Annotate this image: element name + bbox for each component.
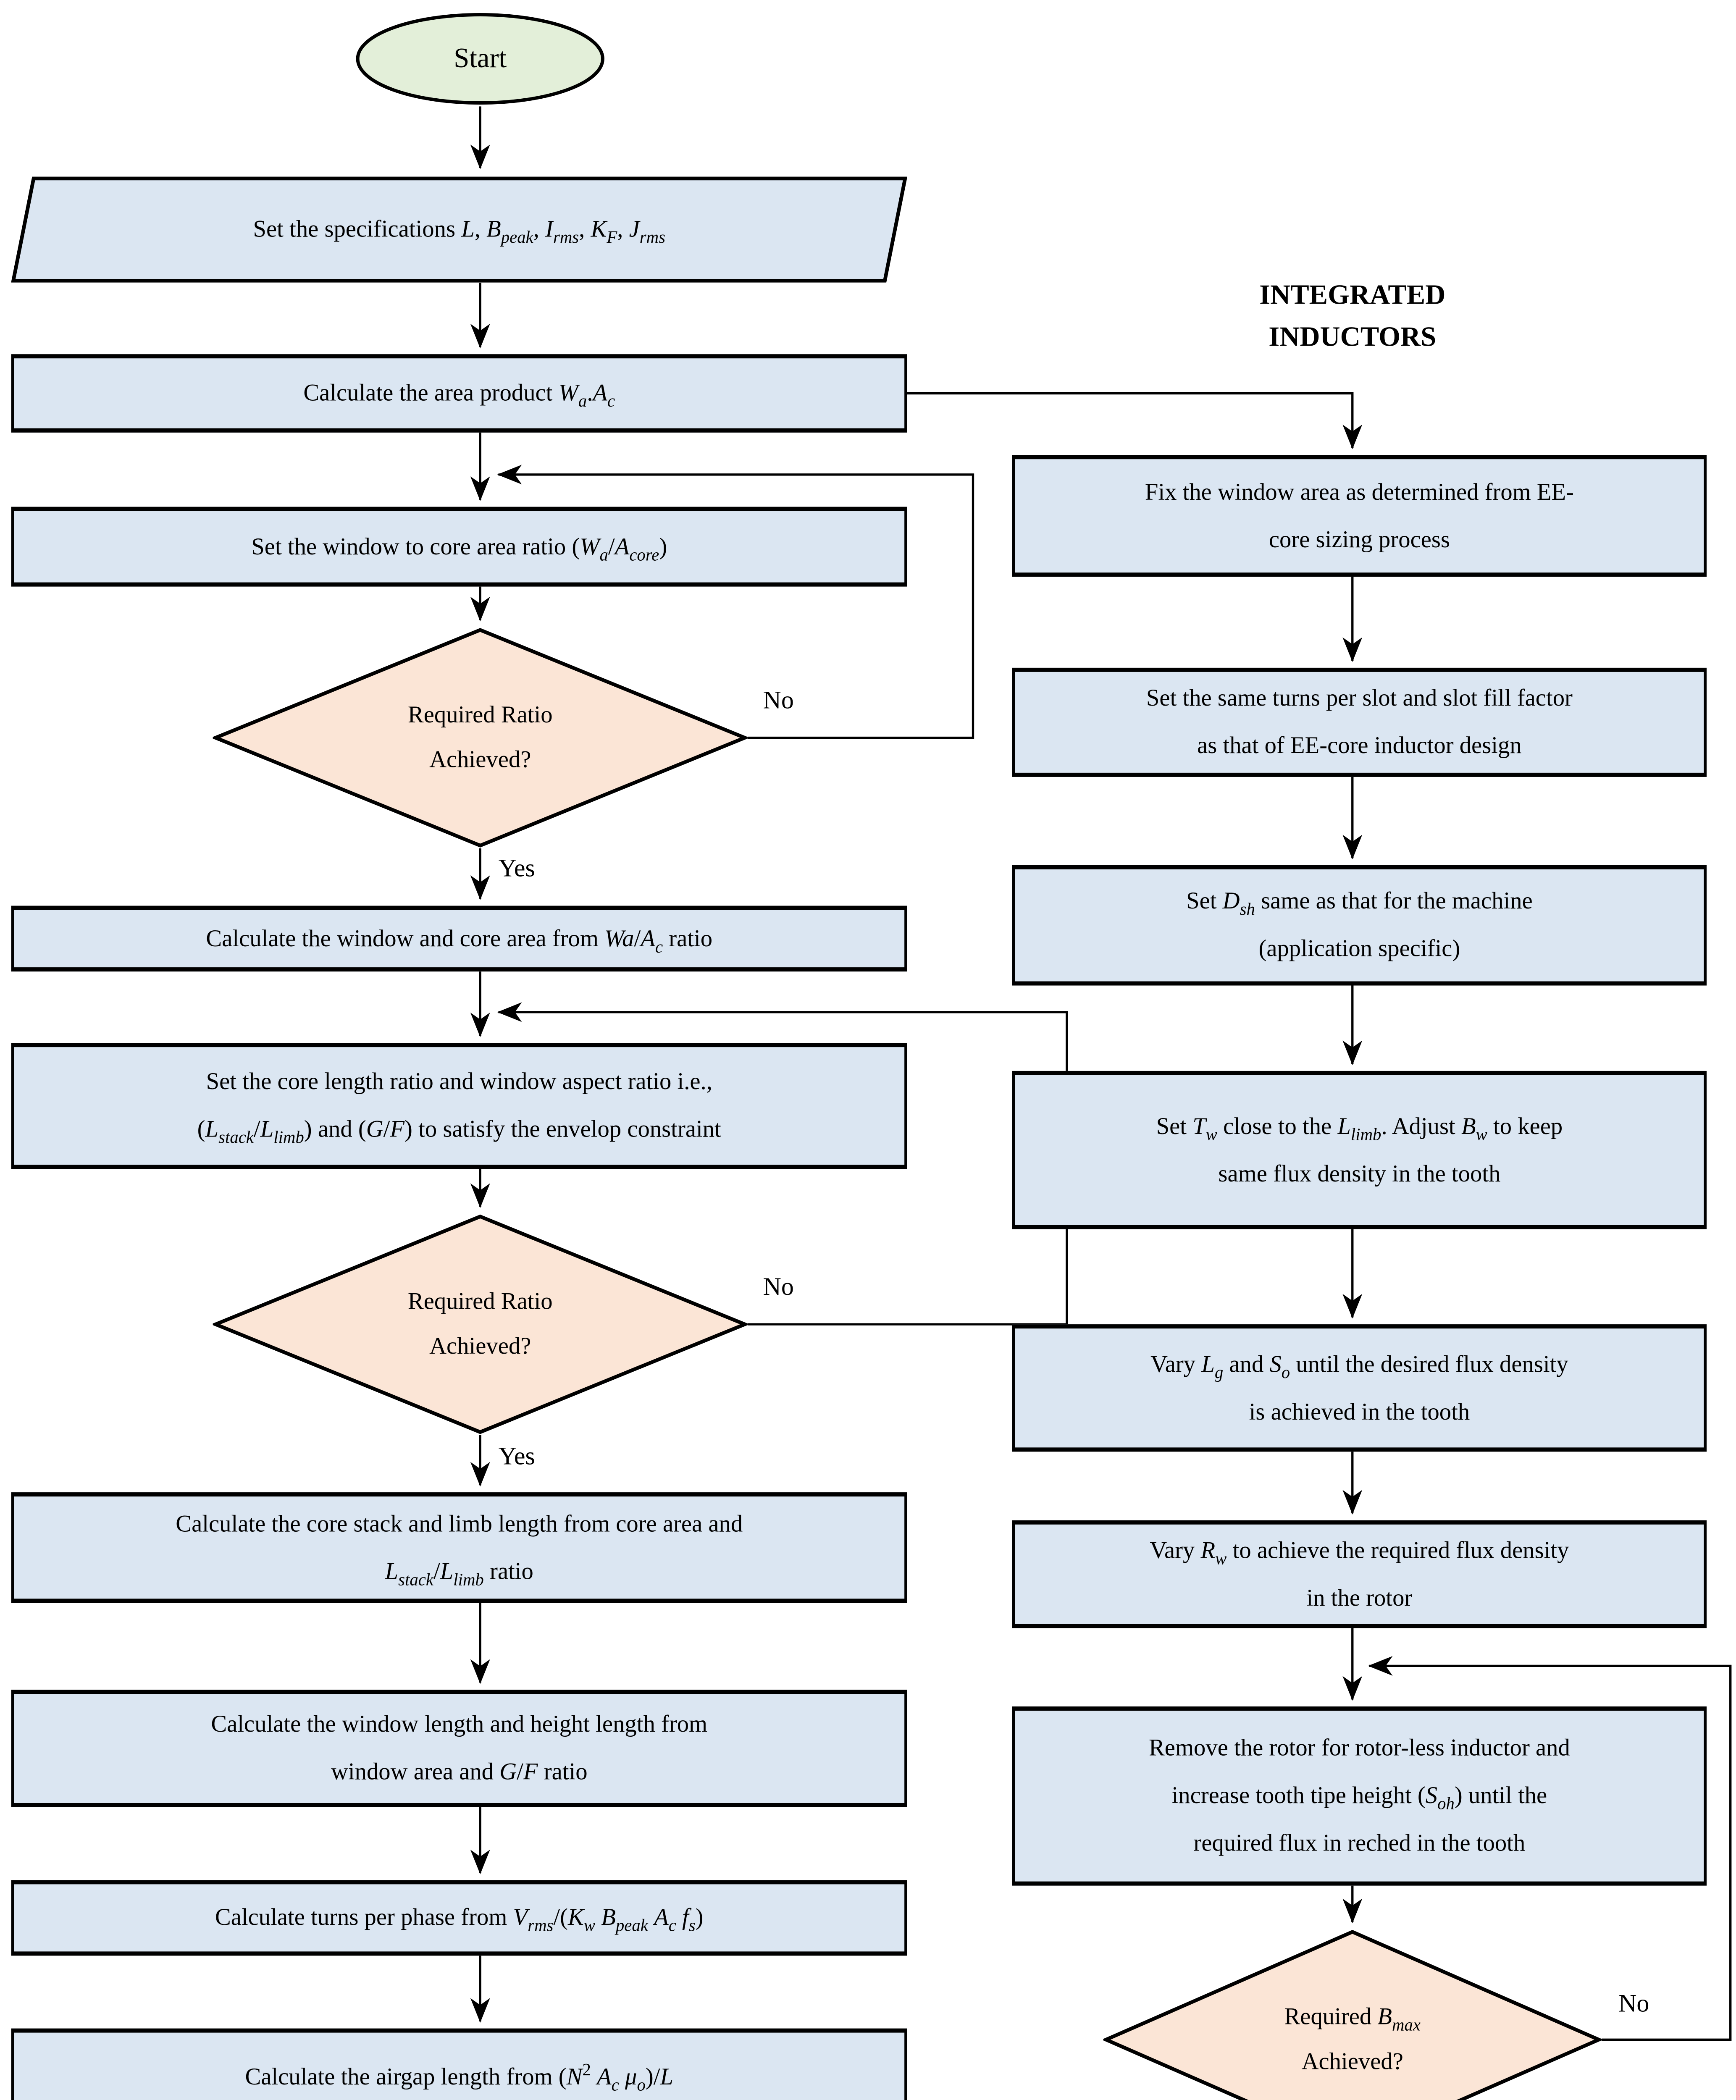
remove-rotor-label: Remove the rotor for rotor-less inductor… [1149,1734,1570,1856]
start-label: Start [454,42,507,74]
start-terminal: Start [356,13,605,105]
turns-per-phase-label: Calculate turns per phase from Vrms/(Kw … [215,1904,704,1935]
diamond1-shape [213,628,748,848]
window-len-node: Calculate the window length and height l… [11,1690,907,1808]
vary-rw-label: Vary Rw to achieve the required flux den… [1150,1536,1569,1611]
required-ratio-decision-1: Required Ratio Achieved? [213,627,748,848]
turns-per-slot-label: Set the same turns per slot and slot fil… [1146,684,1573,759]
required-ratio-decision-2: Required Ratio Achieved? [213,1214,748,1435]
diamond3-shape [1103,1929,1602,2100]
connector-area-product-to-fix-window [907,392,1363,449]
yes-label-2: Yes [498,1442,535,1470]
required-bmax-decision: Required Bmax Achieved? [1103,1929,1602,2100]
dsh-node: Set Dsh same as that for the machine (ap… [1012,865,1707,986]
core-stack-label: Calculate the core stack and limb length… [176,1509,743,1589]
dsh-label: Set Dsh same as that for the machine (ap… [1186,887,1533,962]
area-product-label: Calculate the area product Wa.Ac [303,379,615,411]
window-ratio-label: Set the window to core area ratio (Wa/Ac… [251,533,667,564]
core-stack-node: Calculate the core stack and limb length… [11,1492,907,1603]
no-label-3: No [1618,1989,1649,2017]
fix-window-node: Fix the window area as determined from E… [1012,455,1707,577]
diamond2-shape [213,1214,748,1434]
diamond1-label: Required Ratio Achieved? [407,701,553,773]
spec-input-node: Set the specifications L, Bpeak, Irms, K… [11,176,907,283]
no-label-2: No [763,1272,794,1301]
start-ellipse-shape [356,13,604,105]
tw-node: Set Tw close to the Llimb. Adjust Bw to … [1012,1071,1707,1229]
tw-label: Set Tw close to the Llimb. Adjust Bw to … [1156,1112,1563,1186]
diamond3-label: Required Bmax Achieved? [1284,2003,1421,2075]
window-ratio-node: Set the window to core area ratio (Wa/Ac… [11,507,907,587]
airgap-label: Calculate the airgap length from (N2 Ac … [245,2059,674,2094]
vary-rw-node: Vary Rw to achieve the required flux den… [1012,1520,1707,1628]
window-len-label: Calculate the window length and height l… [211,1711,708,1785]
no-label-1: No [763,686,794,714]
airgap-node: Calculate the airgap length from (N2 Ac … [11,2028,907,2100]
loop-no-3 [1368,1656,1732,2041]
yes-label-1: Yes [498,854,535,882]
remove-rotor-node: Remove the rotor for rotor-less inductor… [1012,1706,1707,1886]
spec-parallelogram-shape [11,176,907,283]
win-core-area-node: Calculate the window and core area from … [11,906,907,972]
core-len-ratio-node: Set the core length ratio and window asp… [11,1043,907,1169]
vary-lg-label: Vary Lg and So until the desired flux de… [1150,1350,1568,1425]
integrated-inductors-header: INTEGRATED INDUCTORS [1259,280,1446,353]
diamond2-label: Required Ratio Achieved? [407,1287,553,1360]
core-len-ratio-label: Set the core length ratio and window asp… [197,1068,721,1147]
vary-lg-node: Vary Lg and So until the desired flux de… [1012,1324,1707,1452]
turns-per-slot-node: Set the same turns per slot and slot fil… [1012,667,1707,777]
spec-label: Set the specifications L, Bpeak, Irms, K… [253,215,665,247]
win-core-area-label: Calculate the window and core area from … [206,924,713,956]
turns-per-phase-node: Calculate turns per phase from Vrms/(Kw … [11,1880,907,1956]
fix-window-label: Fix the window area as determined from E… [1145,478,1574,552]
area-product-node: Calculate the area product Wa.Ac [11,354,907,433]
loop-no-1 [497,465,974,739]
